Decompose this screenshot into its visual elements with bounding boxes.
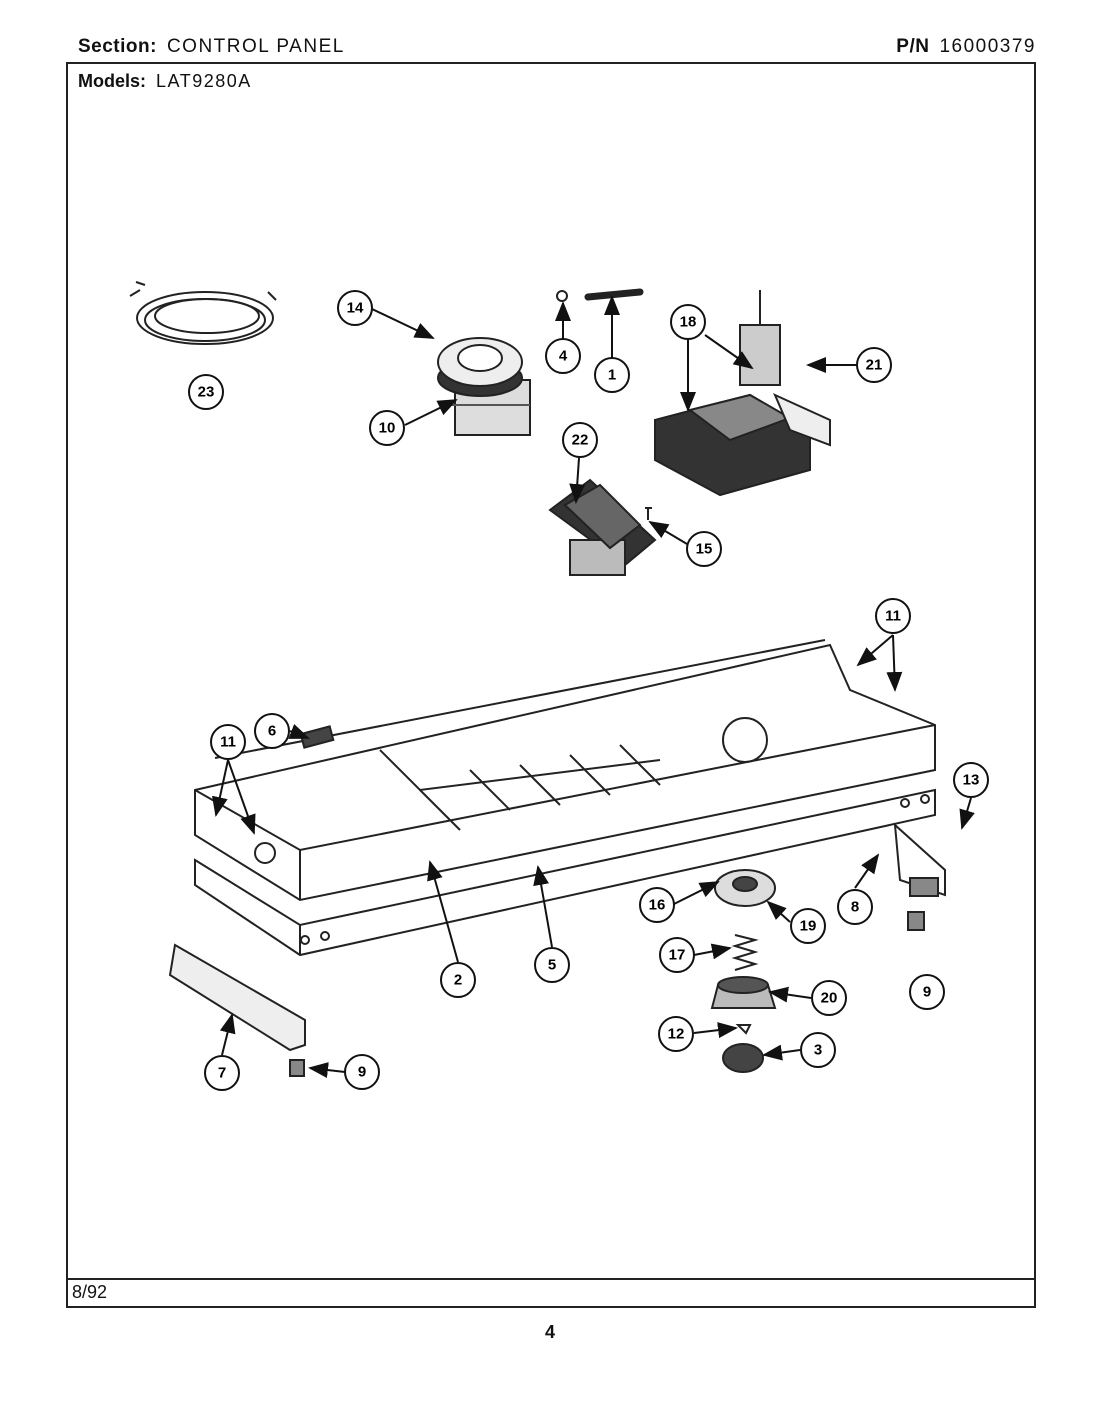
svg-text:15: 15 xyxy=(696,541,713,558)
callout-6: 6 xyxy=(254,713,290,749)
models-label: Models: xyxy=(78,71,147,91)
svg-text:3: 3 xyxy=(814,1042,822,1059)
callout-17: 17 xyxy=(659,937,695,973)
svg-text:20: 20 xyxy=(821,990,838,1007)
callout-15: 15 xyxy=(686,531,722,567)
svg-text:23: 23 xyxy=(198,384,215,401)
svg-text:4: 4 xyxy=(559,348,568,365)
svg-text:18: 18 xyxy=(680,314,697,331)
callout-7: 7 xyxy=(204,1055,240,1091)
callout-18: 18 xyxy=(670,304,706,340)
pn-label: P/N xyxy=(896,36,930,57)
callout-8: 8 xyxy=(837,889,873,925)
cam-part xyxy=(714,869,776,907)
timer-motor-part xyxy=(437,337,531,436)
knob-skirt-part xyxy=(710,976,777,1009)
svg-text:10: 10 xyxy=(379,420,396,437)
callout-23: 23 xyxy=(188,374,224,410)
svg-text:22: 22 xyxy=(572,432,589,449)
leader-lines xyxy=(212,295,975,1078)
callout-16: 16 xyxy=(639,887,675,923)
svg-text:16: 16 xyxy=(649,897,666,914)
svg-text:1: 1 xyxy=(608,367,616,384)
section-header: Section: CONTROL PANEL xyxy=(78,36,345,58)
clip-nut-right xyxy=(907,911,925,931)
retainer-part-6 xyxy=(299,725,335,749)
svg-text:17: 17 xyxy=(669,947,686,964)
diagram-frame xyxy=(66,62,1036,1308)
section-value: CONTROL PANEL xyxy=(166,36,345,57)
svg-text:7: 7 xyxy=(218,1065,226,1082)
callout-10: 10 xyxy=(369,410,405,446)
pin-part xyxy=(584,288,644,301)
svg-text:11: 11 xyxy=(885,608,901,625)
pn-value: 16000379 xyxy=(939,36,1036,57)
callout-11-left: 11 xyxy=(210,724,246,760)
callout-9-right: 9 xyxy=(909,974,945,1010)
callout-21: 21 xyxy=(856,347,892,383)
callout-11-right: 11 xyxy=(875,598,911,634)
part-number-header: P/N 16000379 xyxy=(896,36,1036,58)
section-label: Section: xyxy=(78,36,157,57)
screw-part-15 xyxy=(645,507,652,520)
svg-text:6: 6 xyxy=(268,723,276,740)
svg-text:9: 9 xyxy=(923,984,931,1001)
callout-1: 1 xyxy=(594,357,630,393)
callout-3: 3 xyxy=(800,1032,836,1068)
svg-text:9: 9 xyxy=(358,1064,366,1081)
callout-5: 5 xyxy=(534,947,570,983)
svg-text:12: 12 xyxy=(668,1026,685,1043)
switch-block-part xyxy=(548,478,657,576)
svg-text:14: 14 xyxy=(347,300,364,317)
callout-14: 14 xyxy=(337,290,373,326)
clip-nut-upper-right xyxy=(909,877,939,897)
callout-20: 20 xyxy=(811,980,847,1016)
control-panel-main xyxy=(194,639,936,902)
callout-2: 2 xyxy=(440,962,476,998)
page-number: 4 xyxy=(544,1322,555,1342)
spring-part xyxy=(731,934,759,971)
clip-part xyxy=(556,290,568,302)
callout-13: 13 xyxy=(953,762,989,798)
knob-part xyxy=(722,1043,764,1073)
svg-text:8: 8 xyxy=(851,899,859,916)
svg-text:21: 21 xyxy=(866,357,883,374)
callout-22: 22 xyxy=(562,422,598,458)
left-bracket-part xyxy=(168,943,306,1052)
models-line: Models: LAT9280A xyxy=(78,71,252,92)
svg-text:2: 2 xyxy=(454,972,462,989)
callout-4: 4 xyxy=(545,338,581,374)
callout-9-left: 9 xyxy=(344,1054,380,1090)
svg-text:5: 5 xyxy=(548,957,556,974)
svg-text:11: 11 xyxy=(220,734,236,751)
clip-nut-left xyxy=(289,1059,305,1077)
lower-rail-part xyxy=(194,788,936,957)
svg-text:13: 13 xyxy=(963,772,980,789)
callout-12: 12 xyxy=(658,1016,694,1052)
knob-clip-part xyxy=(735,1024,752,1035)
callout-19: 19 xyxy=(790,908,826,944)
wire-harness-part xyxy=(129,281,277,345)
selector-switch-part xyxy=(654,290,831,497)
footer-divider xyxy=(66,1278,1036,1308)
models-value: LAT9280A xyxy=(156,71,252,91)
revision-date: 8/92 xyxy=(72,1282,108,1302)
svg-text:19: 19 xyxy=(800,918,817,935)
